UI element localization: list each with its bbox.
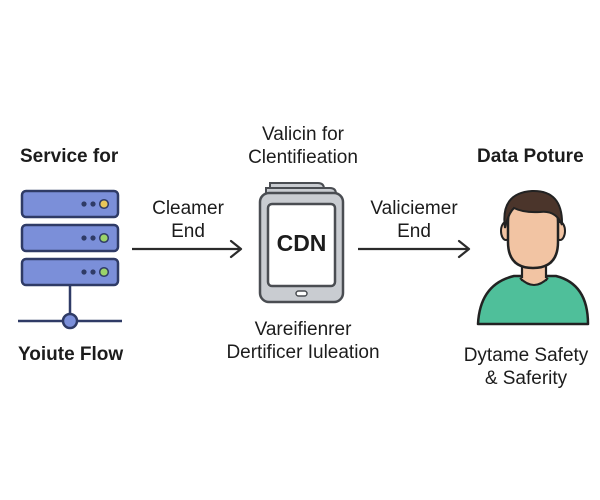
arrow-right-icon (358, 239, 471, 259)
server-stack-icon (18, 189, 122, 330)
arrow-label-2-line1: Valiciemer (370, 198, 458, 219)
destination-title: Data Poture (477, 146, 584, 167)
arrow-right-icon (132, 239, 243, 259)
middle-top-line1: Valicin for (261, 124, 344, 145)
destination-caption: Dytame Safety & Saferity (452, 345, 600, 391)
arrow-label-1: Cleamer End (128, 198, 248, 244)
arrow-label-1-line1: Cleamer (152, 198, 224, 219)
arrow-label-2-line2: End (397, 220, 431, 242)
middle-bottom-line1: Vareifienrer (254, 319, 352, 340)
middle-top-label: Valicin for Clentifieation (205, 124, 401, 170)
middle-bottom-label: Vareifienrer Dertificer Iuleation (198, 319, 408, 365)
middle-bottom-line2: Dertificer Iuleation (226, 341, 380, 363)
user-avatar-icon (476, 189, 590, 326)
tablet-device-icon (258, 182, 345, 304)
arrow-label-1-line2: End (171, 220, 205, 242)
source-caption: Yoiute Flow (18, 344, 124, 365)
arrow-label-2: Valiciemer End (353, 198, 475, 244)
destination-caption-line2: & Saferity (484, 367, 568, 389)
destination-caption-line1: Dytame Safety (463, 345, 589, 366)
middle-top-line2: Clentifieation (248, 146, 358, 168)
screen-label: CDN (276, 230, 327, 256)
source-title: Service for (20, 146, 119, 167)
